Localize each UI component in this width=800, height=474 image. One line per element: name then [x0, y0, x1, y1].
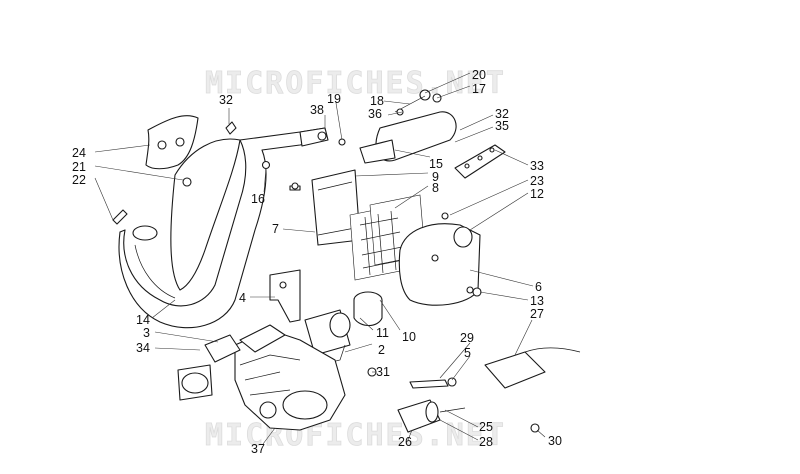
callout-9: 9	[432, 170, 439, 184]
bracket-plate	[269, 269, 301, 323]
callout-29: 29	[460, 331, 474, 345]
callout-18: 18	[370, 94, 384, 108]
leader-lines	[94, 72, 546, 445]
callout-8: 8	[432, 181, 439, 195]
callout-32-right: 32	[495, 107, 509, 121]
callout-36: 36	[368, 107, 382, 121]
callout-33: 33	[530, 159, 544, 173]
callout-37: 37	[251, 442, 265, 456]
callout-2: 2	[378, 343, 385, 357]
airbox	[398, 223, 481, 306]
cylinder-head-parts	[177, 334, 241, 401]
callout-10: 10	[402, 330, 416, 344]
watermark-bottom: MICROFICHES.NET	[205, 418, 506, 453]
callout-31: 31	[376, 365, 390, 379]
exhaust-silencer	[359, 89, 457, 164]
callout-21: 21	[72, 160, 86, 174]
callout-labels: 24 21 22 32 38 19 16 7 4 14 3 34 11 2 10…	[72, 68, 562, 456]
air-filter-housing	[289, 169, 361, 246]
callout-27: 27	[530, 307, 544, 321]
misc-small-parts	[291, 131, 540, 433]
callout-17: 17	[472, 82, 486, 96]
callout-25: 25	[479, 420, 493, 434]
callout-23: 23	[530, 174, 544, 188]
callout-11: 11	[376, 326, 389, 340]
callout-30: 30	[548, 434, 562, 448]
callout-28: 28	[479, 435, 493, 449]
heat-shield	[145, 115, 199, 170]
callout-16: 16	[251, 192, 265, 206]
callout-26: 26	[398, 435, 412, 449]
ignition-module	[484, 347, 581, 389]
callout-5: 5	[464, 346, 471, 360]
callout-38: 38	[310, 103, 324, 117]
callout-13: 13	[530, 294, 544, 308]
callout-32-left: 32	[219, 93, 233, 107]
exhaust-pipe	[118, 127, 329, 329]
carburetor	[304, 309, 351, 366]
callout-14: 14	[136, 313, 150, 327]
callout-3: 3	[143, 326, 150, 340]
intake-rubber	[353, 291, 383, 327]
callout-34: 34	[136, 341, 150, 355]
engine-block	[234, 324, 346, 431]
callout-15: 15	[429, 157, 443, 171]
mounting-rail	[454, 144, 506, 179]
callout-24: 24	[72, 146, 86, 160]
callout-35: 35	[495, 119, 509, 133]
watermark-top: MICROFICHES.NET	[205, 66, 506, 101]
callout-22: 22	[72, 173, 86, 187]
callout-20: 20	[472, 68, 486, 82]
callout-6: 6	[535, 280, 542, 294]
starter-motor	[397, 399, 466, 433]
callout-4: 4	[239, 291, 246, 305]
callout-19: 19	[327, 92, 341, 106]
callout-12: 12	[530, 187, 544, 201]
callout-7: 7	[272, 222, 279, 236]
small-fasteners-left	[112, 121, 271, 225]
